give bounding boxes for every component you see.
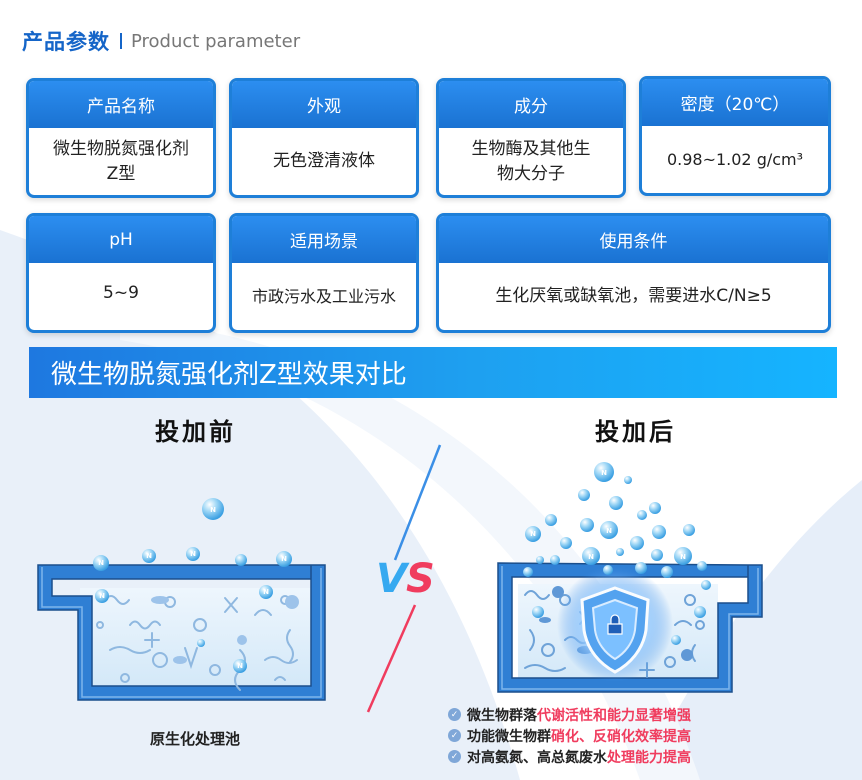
check-icon: ✓: [448, 750, 461, 763]
param-head: 使用条件: [439, 216, 828, 263]
param-card-composition: 成分 生物酶及其他生 物大分子: [436, 78, 626, 198]
svg-text:N: N: [588, 553, 594, 561]
svg-text:N: N: [281, 555, 287, 563]
param-card-density: 密度（20℃） 0.98~1.02 g/cm³: [639, 76, 831, 196]
svg-text:N: N: [210, 506, 216, 514]
param-head: 成分: [439, 81, 623, 128]
svg-text:N: N: [146, 552, 152, 560]
tank-before: [37, 564, 326, 701]
benefit-item: ✓ 功能微生物群硝化、反硝化效率提高: [448, 725, 691, 746]
nitrogen-bubbles-after: N N N N N: [523, 462, 711, 645]
param-value: 无色澄清液体: [273, 151, 375, 171]
param-card-ph: pH 5~9: [26, 213, 216, 333]
diagonal-divider: [366, 444, 442, 713]
vs-letter-s: S: [406, 556, 435, 602]
header-divider: [120, 33, 122, 49]
benefit-item: ✓ 对高氨氮、高总氮废水处理能力提高: [448, 746, 691, 767]
svg-text:N: N: [606, 527, 612, 535]
svg-text:N: N: [530, 530, 536, 538]
svg-text:N: N: [98, 559, 104, 567]
vs-mark: V S: [376, 556, 435, 602]
benefits-list: ✓ 微生物群落代谢活性和能力显著增强 ✓ 功能微生物群硝化、反硝化效率提高 ✓ …: [448, 704, 691, 767]
param-head: 密度（20℃）: [642, 79, 828, 126]
comparison-banner: 微生物脱氮强化剂Z型效果对比: [29, 347, 837, 398]
param-value: 0.98~1.02 g/cm³: [666, 150, 804, 169]
param-head: 产品名称: [29, 81, 213, 128]
param-head: 适用场景: [232, 216, 416, 263]
param-card-appearance: 外观 无色澄清液体: [229, 78, 419, 198]
section-header: 产品参数 Product parameter: [22, 26, 300, 56]
param-card-product-name: 产品名称 微生物脱氮强化剂 Z型: [26, 78, 216, 198]
svg-text:N: N: [237, 662, 243, 670]
svg-text:N: N: [263, 588, 269, 596]
svg-text:N: N: [601, 469, 607, 477]
vs-letter-v: V: [376, 556, 410, 602]
header-title-cn: 产品参数: [22, 30, 110, 54]
benefit-item: ✓ 微生物群落代谢活性和能力显著增强: [448, 704, 691, 725]
param-value: 5~9: [103, 283, 139, 303]
param-value: 生化厌氧或缺氧池，需要进水C/N≥5: [495, 286, 772, 306]
check-icon: ✓: [448, 729, 461, 742]
svg-text:N: N: [190, 550, 196, 558]
shield-glow-icon: [557, 566, 673, 682]
param-value: 生物酶及其他生 物大分子: [471, 138, 591, 184]
param-head: pH: [29, 216, 213, 263]
nitrogen-bubbles-before: N N N N N N N N: [93, 498, 292, 673]
tank-before-caption: 原生化处理池: [150, 730, 241, 748]
param-value: 微生物脱氮强化剂 Z型: [53, 138, 189, 184]
after-label: 投加后: [595, 418, 676, 446]
param-head: 外观: [232, 81, 416, 128]
microbe-accents-before: [151, 595, 299, 664]
param-card-conditions: 使用条件 生化厌氧或缺氧池，需要进水C/N≥5: [436, 213, 831, 333]
svg-text:N: N: [680, 553, 686, 561]
before-label: 投加前: [155, 418, 236, 446]
header-title-en: Product parameter: [131, 30, 301, 52]
param-value: 市政污水及工业污水: [251, 287, 396, 306]
svg-text:N: N: [99, 592, 105, 600]
param-card-application: 适用场景 市政污水及工业污水: [229, 213, 419, 333]
check-icon: ✓: [448, 708, 461, 721]
